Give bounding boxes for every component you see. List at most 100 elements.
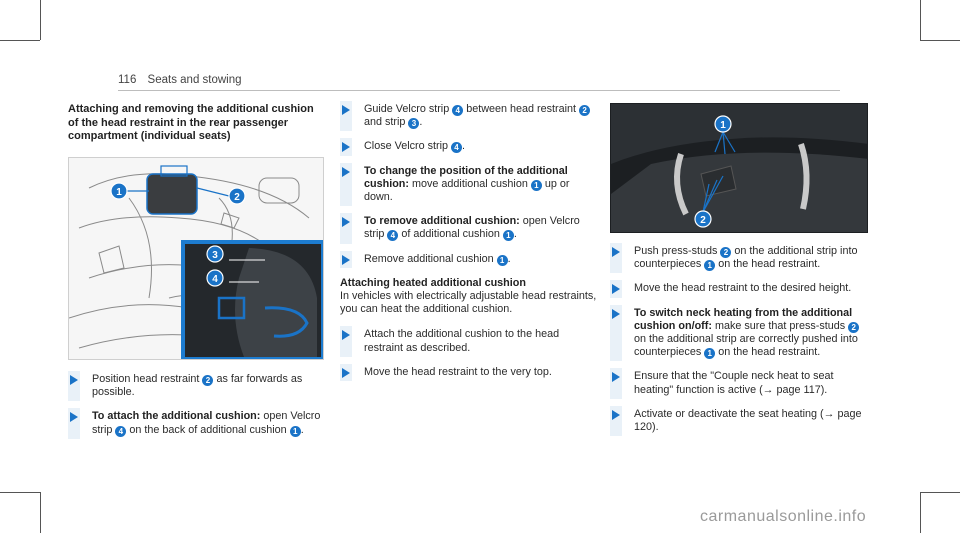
step-arrow-icon — [342, 254, 350, 265]
step-position-headrest: Position head restraint 2 as far forward… — [68, 370, 326, 402]
callout-badge: 2 — [848, 321, 860, 333]
column-2: Guide Velcro strip 4 between head restra… — [340, 100, 598, 390]
page-reference-link[interactable]: page 120 — [634, 407, 862, 434]
step-arrow-icon — [612, 372, 620, 383]
step-text: Push press-studs — [634, 245, 718, 257]
page-reference-link[interactable]: page 117 — [776, 383, 821, 396]
step-arrow-icon — [612, 308, 620, 319]
step-text: of additional cushion — [401, 228, 500, 241]
callout-badge: 1 — [502, 230, 514, 242]
callout-4: 4 — [206, 269, 224, 287]
step-text: and strip — [364, 116, 406, 129]
step-text: open Velcro strip — [364, 215, 580, 241]
callout-2: 2 — [228, 187, 246, 205]
callout-2: 2 — [694, 210, 712, 228]
step-text: Guide Velcro strip — [364, 103, 450, 115]
section-title: Seats and stowing — [147, 74, 242, 86]
step-text: . — [462, 140, 466, 153]
step-text: . — [300, 423, 304, 436]
callout-badge: 4 — [451, 142, 463, 154]
svg-text:3: 3 — [212, 250, 218, 261]
step-seat-heating: Activate or deactivate the seat heating … — [610, 405, 872, 437]
step-push-studs: Push press-studs 2 on the additional str… — [610, 242, 872, 274]
step-arrow-icon — [342, 217, 350, 228]
callout-badge: 2 — [202, 375, 214, 386]
column-1-steps: Position head restraint 2 as far forward… — [68, 370, 326, 448]
step-arrow-icon — [612, 409, 620, 420]
step-label: To remove additional cushion: — [364, 215, 520, 228]
callout-badge: 1 — [530, 179, 542, 191]
callout-badge: 3 — [408, 118, 420, 130]
step-text: on the additional strip into counterpiec… — [634, 245, 858, 271]
callout-badge: 4 — [115, 425, 127, 437]
step-arrow-icon — [342, 367, 350, 378]
paragraph: In vehicles with electrically adjustable… — [340, 290, 597, 316]
callout-badge: 1 — [289, 425, 301, 437]
reference-arrow-icon: → — [823, 407, 835, 420]
step-arrow-icon — [70, 375, 78, 385]
svg-text:2: 2 — [234, 192, 240, 203]
step-text: Move the head restraint to the desired h… — [634, 282, 852, 295]
step-text: up or down. — [364, 177, 570, 204]
step-text: ). — [820, 383, 828, 396]
step-text: Close Velcro strip — [364, 140, 449, 153]
step-text: between head restraint — [466, 103, 577, 115]
step-text: ). — [652, 421, 659, 434]
step-label: To change the position of the additional… — [364, 164, 568, 190]
crop-mark — [40, 492, 41, 533]
step-text: . — [507, 252, 511, 265]
step-text: on the additional strip are correctly pu… — [634, 333, 858, 359]
headrest-illustration: 1 2 3 4 — [69, 158, 323, 359]
step-attach-cushion: To attach the additional cushion: open V… — [68, 408, 326, 440]
header-rule — [118, 90, 840, 91]
step-remove-cushion: To remove additional cushion: open Velcr… — [340, 213, 598, 245]
step-text: make sure that press-studs — [714, 319, 846, 332]
step-label: To attach the additional cushion: — [92, 410, 261, 423]
page-header: 116 Seats and stowing — [118, 74, 242, 86]
step-text: . — [419, 116, 423, 129]
crop-mark — [40, 0, 41, 40]
step-move-height: Move the head restraint to the desired h… — [610, 280, 872, 298]
callout-badge: 4 — [452, 105, 464, 116]
step-text: Ensure that the "Couple neck heat to sea… — [634, 370, 834, 396]
step-close-velcro: Close Velcro strip 4. — [340, 138, 598, 156]
step-text: . — [513, 228, 517, 241]
callout-badge: 1 — [704, 348, 716, 360]
step-arrow-icon — [612, 284, 620, 295]
step-guide-velcro: Guide Velcro strip 4 between head restra… — [340, 100, 598, 132]
figure-rear-headrest: 1 2 3 4 — [68, 157, 324, 360]
step-text: Attach the additional cushion to the hea… — [364, 328, 560, 354]
step-text: Move the head restraint to the very top. — [364, 365, 552, 378]
callout-badge: 4 — [387, 230, 399, 242]
step-arrow-icon — [342, 330, 350, 341]
callout-3: 3 — [206, 245, 224, 263]
svg-text:1: 1 — [720, 120, 726, 131]
watermark: carmanualsonline.info — [700, 508, 867, 525]
crop-mark — [920, 492, 921, 533]
step-move-top: Move the head restraint to the very top. — [340, 363, 598, 382]
step-text: Remove additional cushion — [364, 252, 494, 265]
callout-badge: 2 — [579, 105, 591, 116]
callout-1: 1 — [110, 182, 128, 200]
column-3: Push press-studs 2 on the additional str… — [610, 242, 872, 445]
step-text: as far forwards as possible. — [92, 373, 303, 399]
callout-badge: 1 — [704, 260, 716, 272]
step-text: on the head restraint. — [718, 258, 821, 271]
step-arrow-icon — [70, 412, 78, 423]
page-number: 116 — [118, 74, 137, 86]
step-text: move additional cushion — [412, 177, 528, 190]
crop-mark — [920, 40, 960, 41]
step-text: open Velcro strip — [92, 410, 321, 436]
reference-arrow-icon: → — [762, 383, 774, 396]
step-change-position: To change the position of the additional… — [340, 162, 598, 206]
callout-badge: 2 — [720, 247, 732, 258]
svg-text:2: 2 — [700, 215, 706, 226]
subsection-heading: Attaching heated additional cushion — [340, 276, 526, 289]
callout-badge: 1 — [496, 254, 508, 266]
section-heading: Attaching and removing the additional cu… — [68, 103, 314, 142]
step-arrow-icon — [342, 142, 350, 153]
crop-mark — [0, 40, 40, 41]
crop-mark — [920, 492, 960, 493]
step-attach-heated: Attach the additional cushion to the hea… — [340, 326, 598, 358]
svg-text:4: 4 — [212, 274, 218, 285]
